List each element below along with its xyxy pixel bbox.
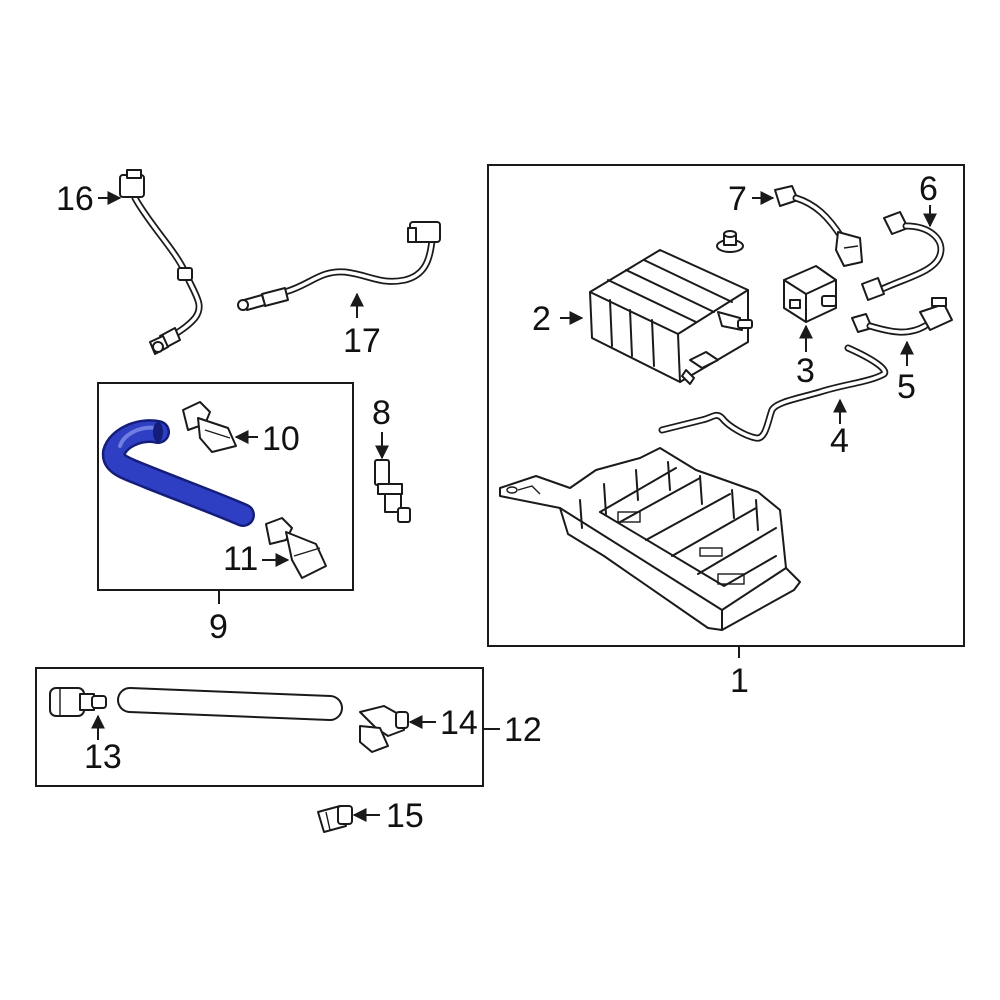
part-16-oxygen-sensor[interactable]	[119, 169, 203, 355]
part-5-vapor-tube[interactable]	[851, 297, 953, 336]
leader-lines	[91, 191, 937, 822]
group-box-1	[487, 164, 965, 647]
part-2-vapor-canister[interactable]	[589, 249, 753, 385]
part-6-vapor-tube[interactable]	[861, 211, 945, 301]
part-10-connector[interactable]	[182, 401, 237, 453]
callout-6: 6	[919, 170, 938, 208]
grommet-icon	[716, 230, 744, 253]
part-7-vent-hose[interactable]	[774, 185, 863, 267]
callout-4: 4	[830, 422, 849, 460]
callout-2: 2	[532, 300, 551, 338]
callout-12: 12	[504, 711, 542, 749]
part-8-connector[interactable]	[374, 459, 411, 523]
callout-10: 10	[262, 420, 300, 458]
part-9-hose[interactable]	[101, 419, 255, 527]
callout-1: 1	[730, 662, 749, 700]
callout-9: 9	[209, 608, 228, 646]
callout-13: 13	[84, 738, 122, 776]
group-box-9	[97, 382, 354, 591]
part-15-fitting[interactable]	[317, 805, 353, 833]
part-11-connector[interactable]	[265, 517, 327, 579]
callout-8: 8	[372, 394, 391, 432]
part-1-bracket[interactable]	[499, 447, 801, 631]
part-13-fitting[interactable]	[49, 687, 107, 717]
callout-14: 14	[440, 704, 478, 742]
callout-5: 5	[897, 368, 916, 406]
callout-15: 15	[386, 797, 424, 835]
part-14-fitting[interactable]	[359, 705, 409, 753]
part-4-vent-line[interactable]	[658, 344, 889, 442]
part-3-purge-valve[interactable]	[783, 265, 837, 323]
callout-3: 3	[796, 352, 815, 390]
callout-11: 11	[223, 540, 258, 578]
part-12-hose[interactable]	[117, 687, 343, 721]
callout-16: 16	[56, 180, 94, 218]
callout-labels: 16 17 10 11 8 9 2 7 6 3 5 4 1 13 14 12 1…	[56, 170, 938, 835]
callout-17: 17	[343, 322, 381, 360]
group-box-12	[35, 667, 484, 787]
part-17-oxygen-sensor[interactable]	[237, 221, 441, 311]
callout-7: 7	[728, 180, 747, 218]
